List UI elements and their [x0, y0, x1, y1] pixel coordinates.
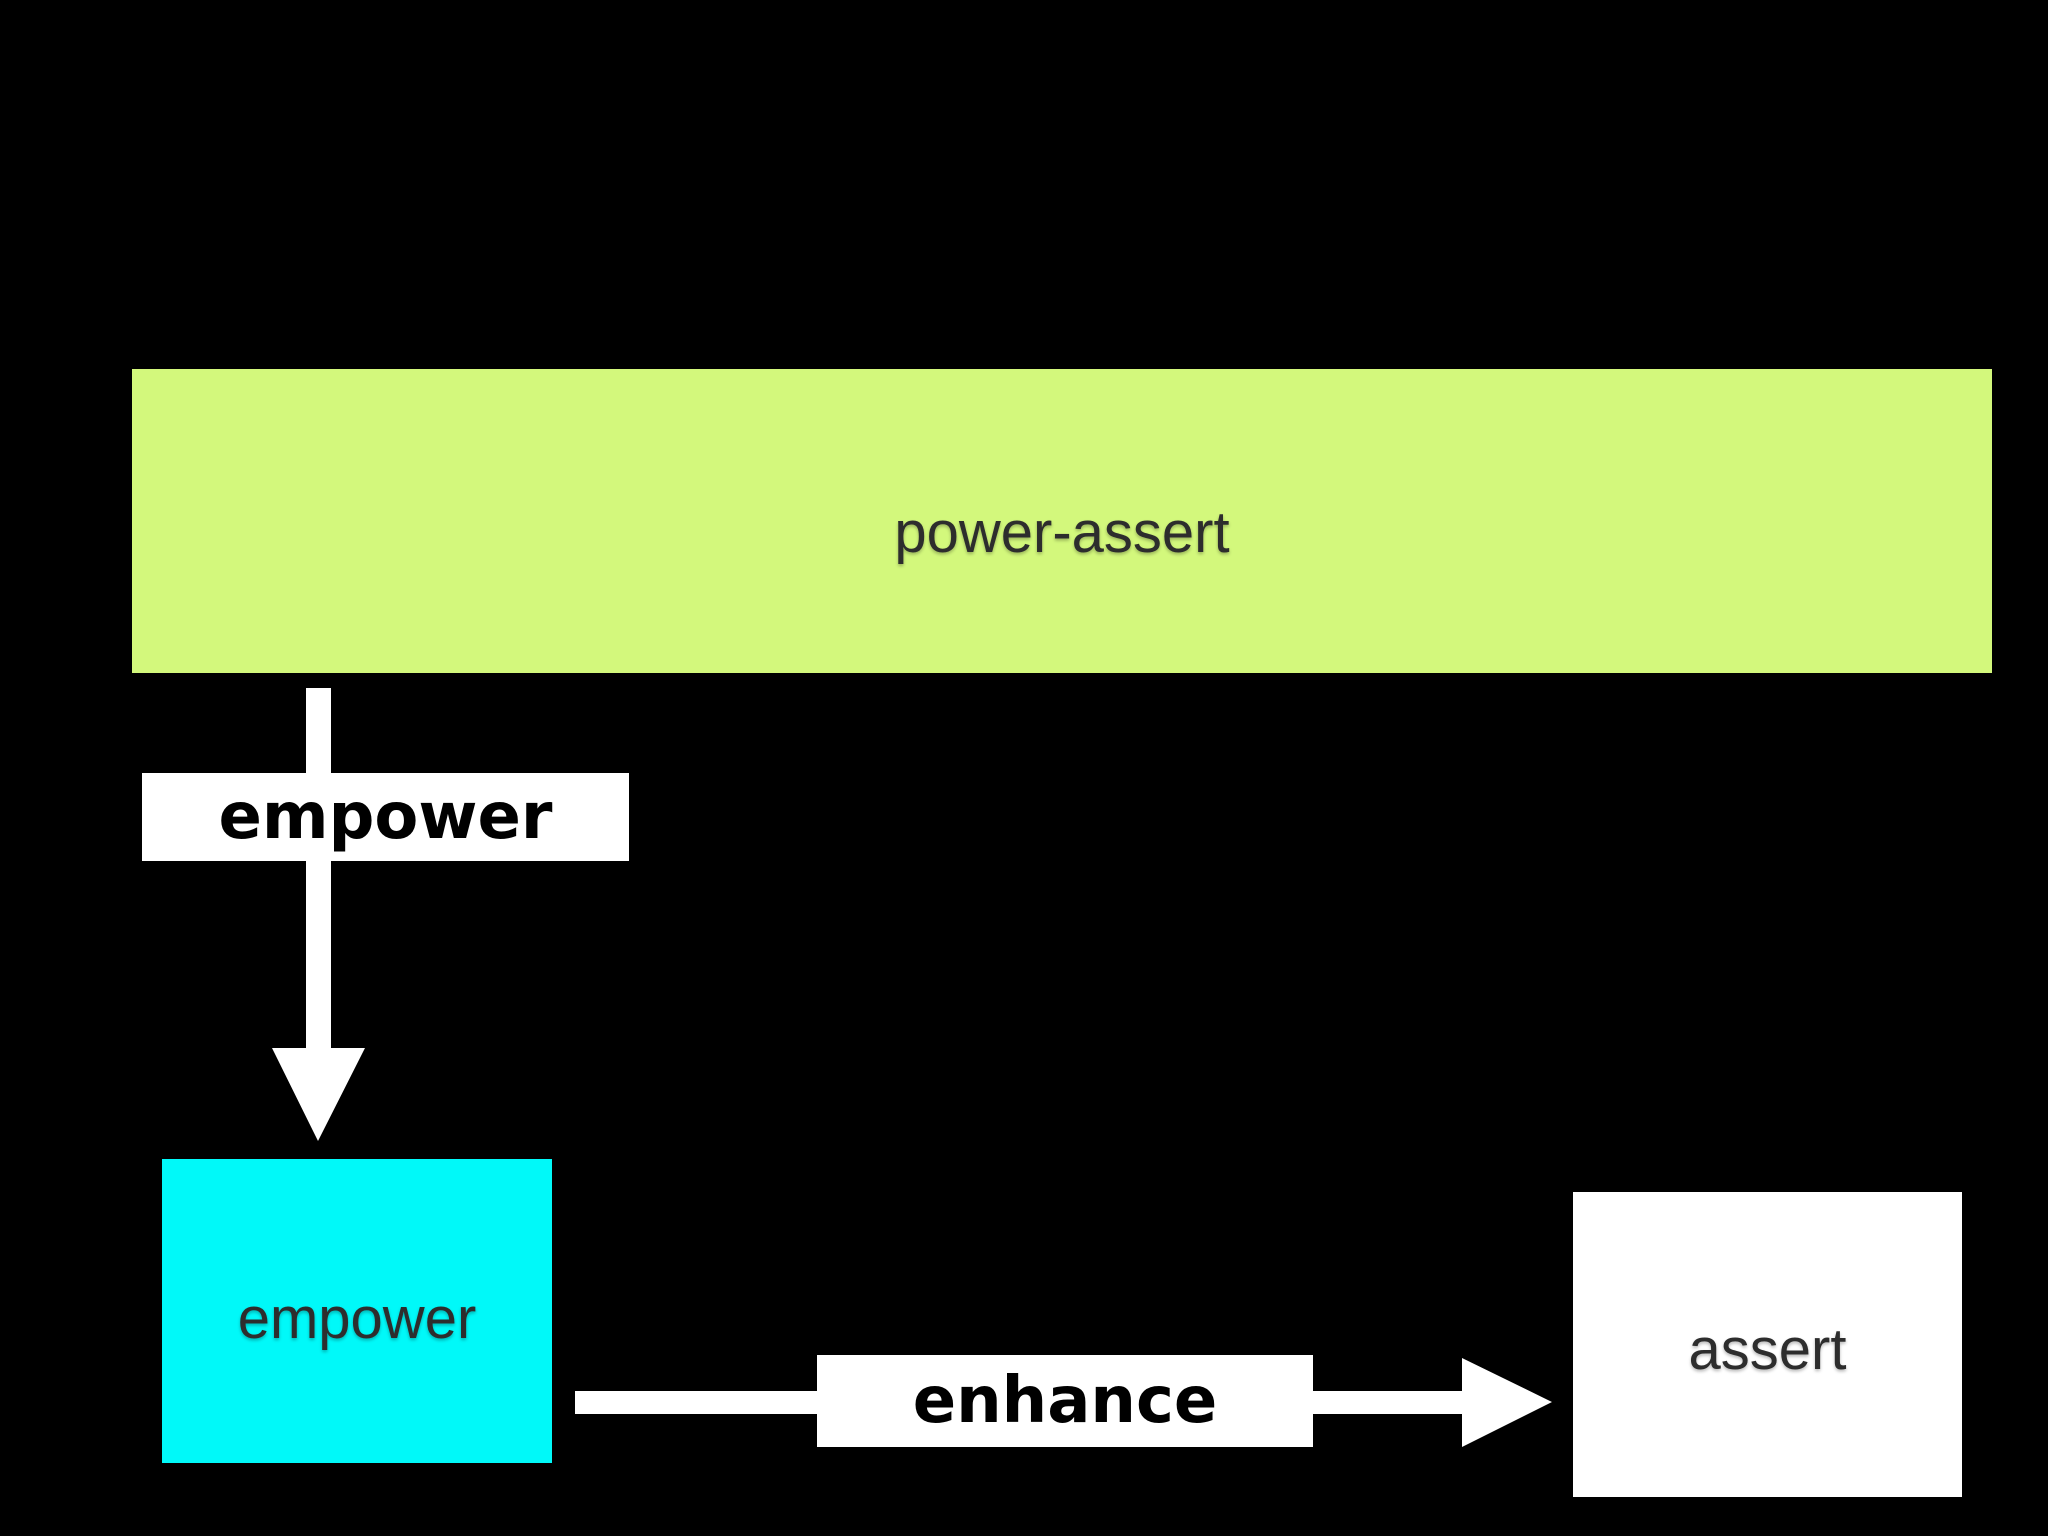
node-assert: assert	[1573, 1192, 1962, 1497]
edge-label-empower: empower	[142, 773, 629, 861]
edge-label-enhance: enhance	[817, 1355, 1313, 1447]
node-empower-label: empower	[237, 1285, 477, 1351]
node-assert-label: assert	[1688, 1317, 1847, 1382]
edge-label-enhance-text: enhance	[912, 1364, 1218, 1438]
down-arrow	[272, 688, 365, 1141]
node-power-assert-label: power-assert	[894, 499, 1230, 565]
edge-label-empower-text: empower	[218, 780, 553, 854]
node-power-assert: power-assert	[132, 369, 1992, 673]
node-empower: empower	[162, 1159, 552, 1463]
